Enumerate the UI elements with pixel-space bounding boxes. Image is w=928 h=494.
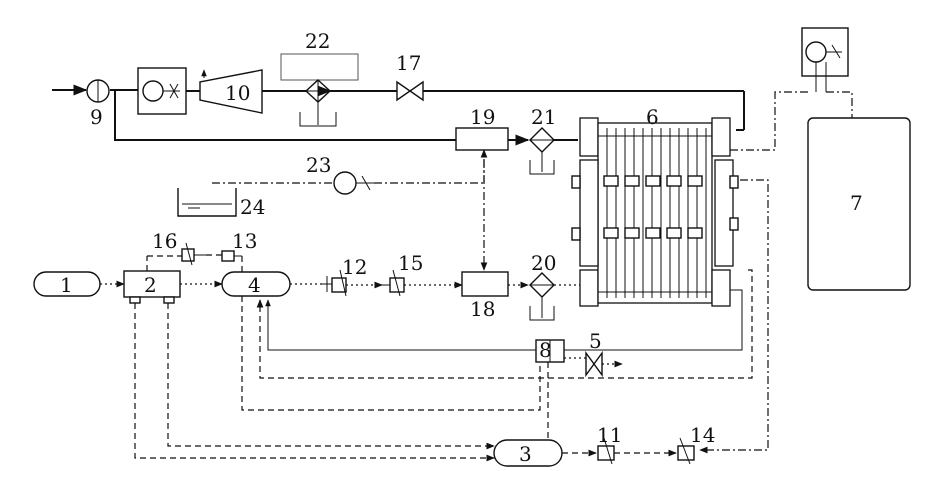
label-7: 7: [850, 191, 863, 215]
coolant-pump: [802, 28, 848, 92]
intercooler-22: [281, 54, 358, 80]
label-21: 21: [531, 105, 556, 129]
regulator-13: [222, 251, 242, 272]
label-4: 4: [248, 273, 261, 297]
label-18: 18: [470, 297, 495, 321]
water-tank-24: [178, 188, 236, 216]
separator-20: [530, 273, 554, 320]
label-22: 22: [305, 29, 330, 53]
label-19: 19: [470, 105, 495, 129]
label-1: 1: [60, 273, 73, 297]
label-2: 2: [144, 273, 157, 297]
pump-23: [334, 172, 374, 194]
label-20: 20: [531, 251, 556, 275]
label-24: 24: [240, 195, 265, 219]
water-separator-top: [300, 80, 336, 126]
label-3: 3: [519, 442, 532, 466]
separator-21: [530, 128, 554, 174]
humidifier-19: [456, 128, 508, 150]
label-23: 23: [306, 153, 331, 177]
humidifier-18: [462, 272, 508, 296]
label-13: 13: [232, 229, 257, 253]
label-14: 14: [690, 423, 715, 447]
label-6: 6: [646, 105, 659, 129]
label-11: 11: [597, 423, 622, 447]
label-17: 17: [396, 51, 421, 75]
motor-unit: [138, 68, 186, 114]
label-12: 12: [342, 255, 367, 279]
fuel-cell-stack-6: [572, 118, 738, 306]
label-9: 9: [90, 105, 103, 129]
label-15: 15: [398, 251, 423, 275]
label-5: 5: [589, 329, 602, 353]
label-8: 8: [539, 338, 552, 362]
air-filter-9: [87, 80, 109, 102]
purge-valve-5: [564, 353, 622, 375]
regulator-16: [182, 243, 206, 265]
back-pressure-valve-17: [397, 82, 423, 100]
label-10: 10: [225, 81, 250, 105]
label-16: 16: [152, 229, 177, 253]
